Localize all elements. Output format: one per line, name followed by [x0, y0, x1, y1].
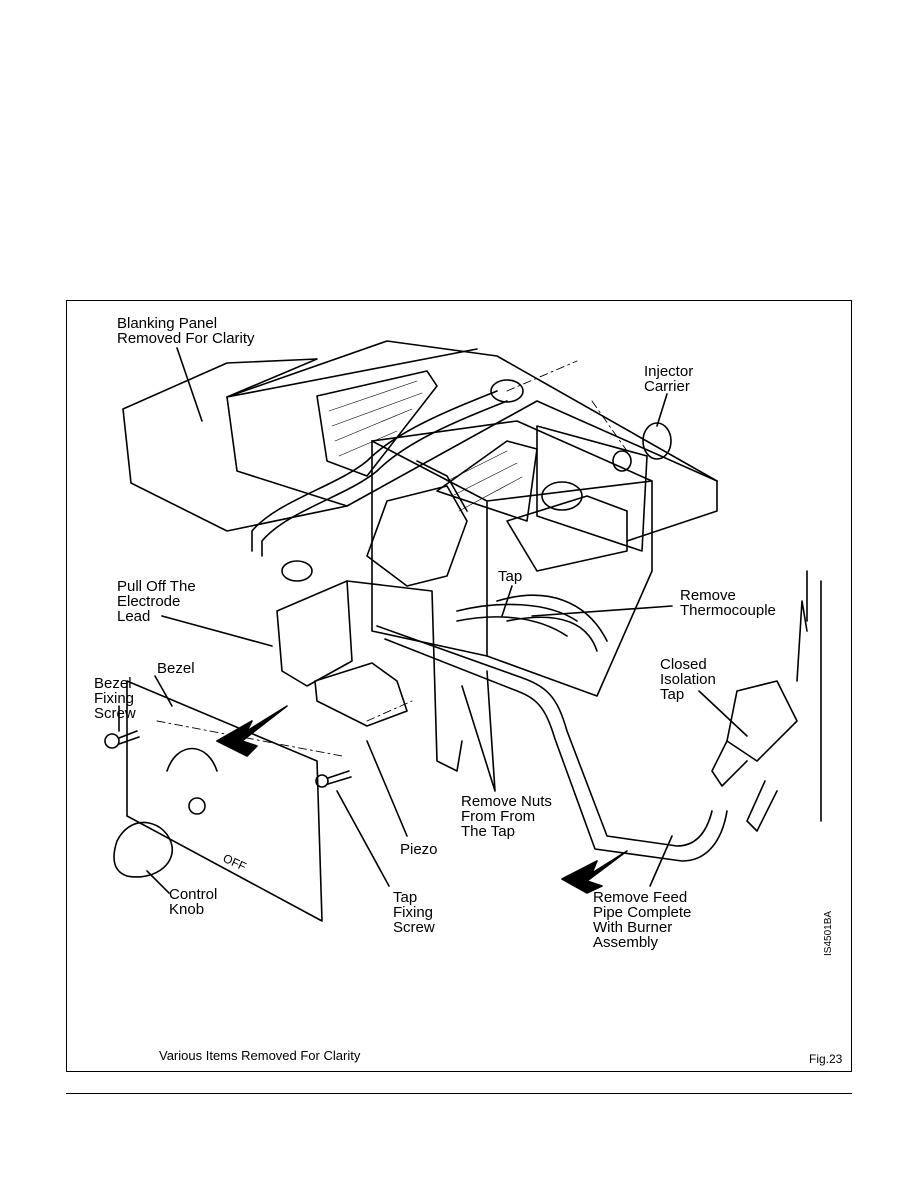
label-bezel-fixing-screw: Bezel Fixing Screw [94, 675, 136, 722]
label-injector-carrier: Injector Carrier [644, 363, 694, 395]
housing-outline [346, 400, 718, 507]
label-pull-off-electrode: Pull Off The Electrode Lead [117, 578, 196, 625]
leader-isolation [698, 690, 748, 737]
label-bezel: Bezel [157, 660, 195, 677]
knob-off-text: OFF [221, 851, 249, 874]
label-remove-thermocouple: Remove Thermocouple [680, 587, 776, 619]
label-control-knob: Control Knob [169, 886, 218, 918]
figure-frame: OFF Blanking Panel Removed For Clarity I… [66, 300, 852, 1072]
leader-electrode [161, 615, 273, 647]
arrow-left-out [216, 705, 288, 757]
drawing-code: IS4501BA [823, 910, 834, 956]
label-closed-isolation-tap: Closed Isolation Tap [660, 656, 716, 703]
leader-piezo [366, 740, 408, 837]
figure-caption: Various Items Removed For Clarity [159, 1048, 361, 1063]
piezo-unit [314, 662, 408, 727]
label-blanking-panel: Blanking Panel Removed For Clarity [117, 315, 255, 347]
thermocouple-lead [496, 594, 608, 652]
figure-number: Fig.23 [809, 1052, 843, 1066]
upper-gas-pipe [251, 390, 498, 552]
leader-tap-screw [336, 790, 390, 887]
label-remove-feed-pipe: Remove Feed Pipe Complete With Burner As… [593, 889, 692, 951]
label-tap-fixing-screw: Tap Fixing Screw [393, 889, 435, 936]
leader-tap [501, 585, 513, 617]
tap-fixing-screw [315, 774, 329, 788]
burner-tube [506, 495, 628, 572]
injector-carrier [536, 425, 648, 552]
leader-bezel [154, 675, 173, 707]
bezel-plate [126, 680, 323, 922]
gas-tap [366, 485, 468, 587]
blanking-panel [122, 358, 348, 532]
leader-thermocouple [531, 605, 673, 617]
isolation-tap [726, 680, 798, 762]
label-piezo: Piezo [400, 841, 438, 858]
arrow-pipe-out [561, 850, 628, 894]
control-knob [113, 821, 173, 878]
feed-pipe [376, 625, 713, 847]
label-remove-nuts: Remove Nuts From From The Tap [461, 793, 552, 840]
footer-rule [66, 1093, 852, 1094]
leader-injector [656, 393, 668, 427]
leader-blanking [176, 347, 203, 422]
exploded-diagram: OFF [104, 340, 822, 922]
tap-bracket [276, 580, 353, 687]
label-tap: Tap [498, 568, 523, 585]
leader-knob [146, 870, 170, 894]
burner-box [371, 420, 653, 697]
leader-feed-pipe [649, 835, 673, 887]
mesh-panel-left [316, 370, 438, 477]
housing-top [226, 340, 718, 542]
leader-nuts [461, 670, 496, 792]
side-wall [806, 570, 822, 822]
bezel-fixing-screw [104, 733, 120, 749]
